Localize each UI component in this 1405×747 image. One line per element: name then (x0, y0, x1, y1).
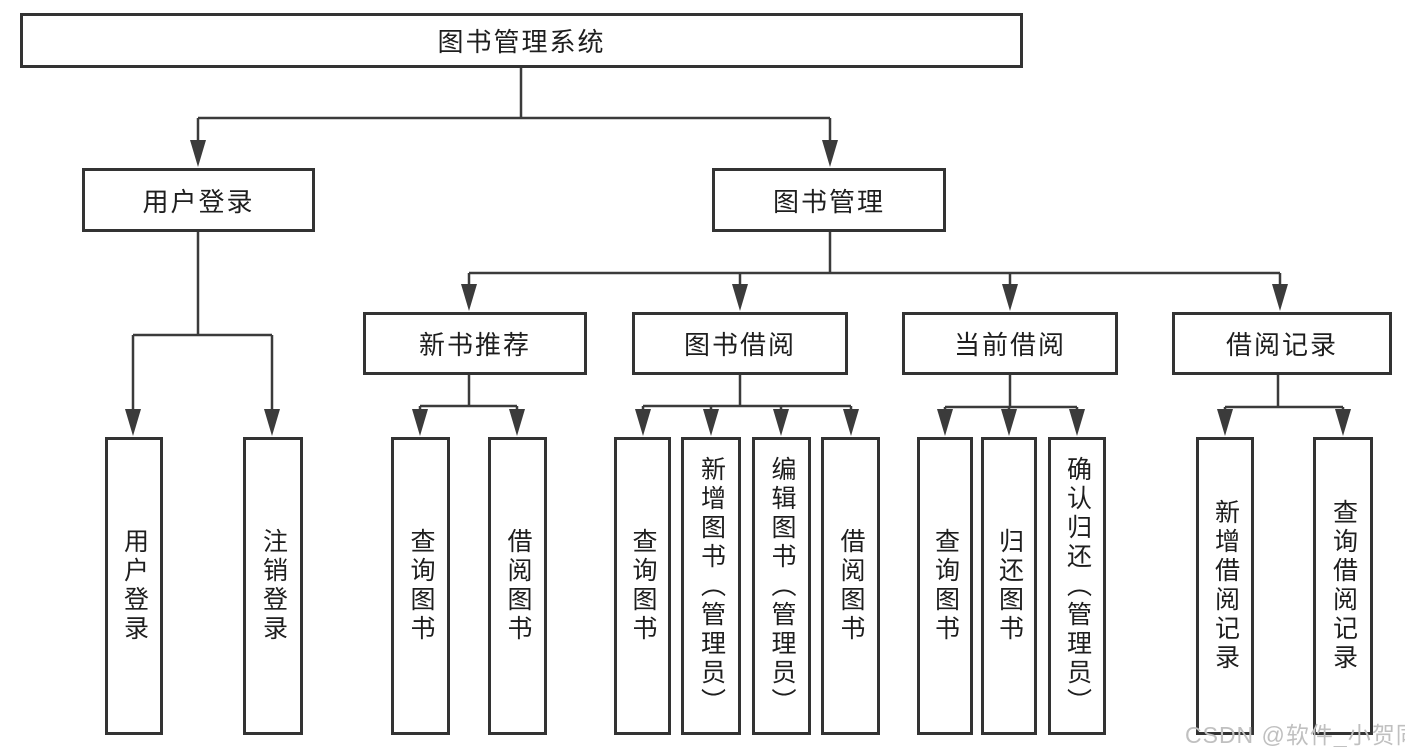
node-cb-query-books: 查询图书 (917, 437, 973, 735)
node-book-management-label: 图书管理 (772, 186, 885, 217)
node-bb-add-books-admin-label: 新增图书（管理员） (697, 455, 726, 717)
node-logout: 注销登录 (243, 437, 303, 735)
node-bb-add-books-admin: 新增图书（管理员） (681, 437, 741, 735)
arrowhead (125, 409, 141, 436)
connector-root-to-level2 (196, 68, 832, 142)
connector-current-borrowing-to-leaves (943, 375, 1079, 411)
arrowhead (264, 409, 280, 436)
arrowhead (773, 409, 789, 436)
node-br-add-record-label: 新增借阅记录 (1211, 499, 1240, 673)
node-nb-borrow-books-label: 借阅图书 (504, 528, 532, 644)
arrowhead (461, 284, 477, 311)
arrowhead (732, 284, 748, 311)
arrowhead (1272, 284, 1288, 311)
node-new-book-recommend: 新书推荐 (363, 312, 587, 375)
arrowhead (1002, 284, 1018, 311)
node-bb-edit-books-admin-label: 编辑图书（管理员） (768, 455, 796, 717)
arrowhead (1069, 409, 1085, 436)
node-root: 图书管理系统 (20, 13, 1023, 68)
node-nb-query-books-label: 查询图书 (407, 528, 435, 644)
connector-book-borrowing-to-leaves (641, 375, 853, 411)
node-user-login-label: 用户登录 (142, 186, 255, 217)
node-br-add-record: 新增借阅记录 (1196, 437, 1254, 735)
node-cb-return-books: 归还图书 (981, 437, 1037, 735)
connector-user-login-to-leaves (131, 232, 274, 411)
node-cb-confirm-return-admin: 确认归还（管理员） (1048, 437, 1106, 735)
arrowhead (822, 140, 838, 167)
node-current-borrowing-label: 当前借阅 (953, 330, 1066, 360)
arrowhead (703, 409, 719, 436)
node-user-login: 用户登录 (82, 168, 315, 232)
arrowhead (190, 140, 206, 167)
arrowhead (1001, 409, 1017, 436)
arrowhead (1335, 409, 1351, 436)
node-book-management: 图书管理 (712, 168, 946, 232)
node-login: 用户登录 (105, 437, 163, 735)
arrowhead (412, 409, 428, 436)
connector-new-book-to-leaves (418, 375, 519, 411)
node-new-book-recommend-label: 新书推荐 (418, 330, 531, 360)
node-bb-borrow-books-label: 借阅图书 (837, 528, 865, 644)
arrowhead (635, 409, 651, 436)
node-current-borrowing: 当前借阅 (902, 312, 1118, 375)
node-br-query-record: 查询借阅记录 (1313, 437, 1373, 735)
watermark-text: CSDN @软件_小贺同学 (1185, 722, 1405, 747)
node-cb-query-books-label: 查询图书 (931, 528, 960, 644)
node-book-borrowing: 图书借阅 (632, 312, 848, 375)
node-bb-query-books-label: 查询图书 (629, 528, 657, 644)
connector-borrowing-records-to-leaves (1223, 375, 1345, 411)
node-logout-label: 注销登录 (259, 528, 288, 644)
arrowhead (1217, 409, 1233, 436)
arrowhead (937, 409, 953, 436)
node-bb-edit-books-admin: 编辑图书（管理员） (752, 437, 811, 735)
node-book-borrowing-label: 图书借阅 (683, 330, 796, 360)
node-borrowing-records: 借阅记录 (1172, 312, 1392, 375)
node-root-label: 图书管理系统 (437, 27, 606, 57)
node-cb-return-books-label: 归还图书 (995, 528, 1024, 644)
node-login-label: 用户登录 (120, 528, 149, 644)
node-br-query-record-label: 查询借阅记录 (1329, 499, 1358, 673)
node-bb-query-books: 查询图书 (614, 437, 671, 735)
arrowhead (843, 409, 859, 436)
node-cb-confirm-return-admin-label: 确认归还（管理员） (1063, 455, 1092, 717)
node-bb-borrow-books: 借阅图书 (821, 437, 880, 735)
arrowhead (509, 409, 525, 436)
connector-book-management-to-level3 (467, 232, 1282, 286)
node-nb-borrow-books: 借阅图书 (488, 437, 547, 735)
node-nb-query-books: 查询图书 (391, 437, 450, 735)
node-borrowing-records-label: 借阅记录 (1225, 330, 1338, 360)
